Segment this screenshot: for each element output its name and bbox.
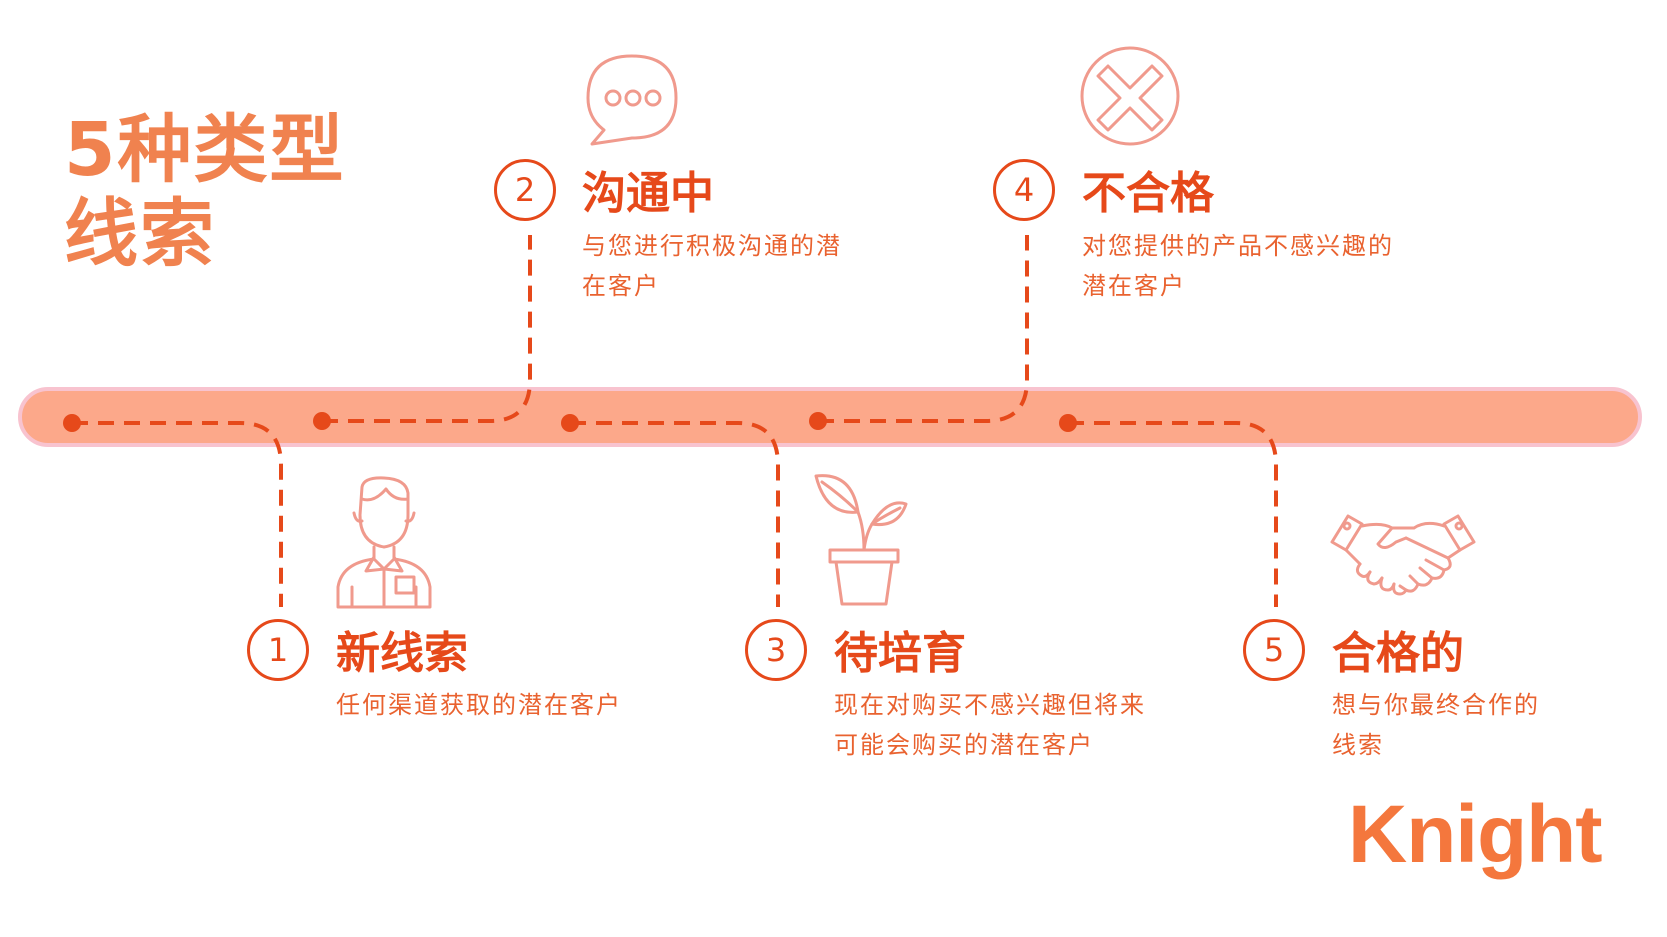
step-4-desc: 对您提供的产品不感兴趣的 潜在客户 bbox=[1082, 226, 1394, 306]
title-line-2: 线索 bbox=[64, 191, 216, 277]
connector-4 bbox=[818, 235, 1029, 423]
step-2-desc: 与您进行积极沟通的潜 在客户 bbox=[582, 226, 842, 306]
step-4-title: 不合格 bbox=[1082, 168, 1214, 219]
title-line-1: 5种类型 bbox=[64, 107, 346, 193]
step-3-desc: 现在对购买不感兴趣但将来 可能会购买的潜在客户 bbox=[834, 685, 1146, 765]
step-3-desc-line-1: 现在对购买不感兴趣但将来 bbox=[834, 691, 1146, 719]
connector-3 bbox=[570, 421, 780, 607]
step-5-desc: 想与你最终合作的 线索 bbox=[1332, 685, 1540, 765]
step-2-desc-line-2: 在客户 bbox=[582, 272, 660, 300]
step-1-desc: 任何渠道获取的潜在客户 bbox=[336, 685, 622, 725]
step-4-number: 4 bbox=[993, 159, 1055, 221]
timeline-band bbox=[18, 387, 1642, 447]
page-title: 5种类型 线索 bbox=[64, 108, 346, 276]
connector-2 bbox=[322, 235, 532, 423]
person-icon bbox=[336, 476, 432, 609]
connector-5 bbox=[1068, 421, 1278, 607]
connector-dot-4 bbox=[809, 412, 827, 430]
handshake-icon bbox=[1330, 514, 1476, 596]
step-5-number: 5 bbox=[1243, 619, 1305, 681]
step-2-number: 2 bbox=[494, 159, 556, 221]
knight-logo: Knight bbox=[1348, 789, 1603, 880]
step-3-desc-line-2: 可能会购买的潜在客户 bbox=[834, 731, 1094, 759]
step-4-desc-line-1: 对您提供的产品不感兴趣的 bbox=[1082, 232, 1394, 260]
plant-pot-icon bbox=[814, 474, 908, 606]
x-circle-icon bbox=[1080, 46, 1180, 146]
step-2-title: 沟通中 bbox=[582, 168, 714, 219]
connector-dot-2 bbox=[313, 412, 331, 430]
step-1-title: 新线索 bbox=[336, 628, 468, 679]
step-1-desc-line-1: 任何渠道获取的潜在客户 bbox=[336, 691, 622, 719]
step-5-desc-line-1: 想与你最终合作的 bbox=[1332, 691, 1540, 719]
connector-1 bbox=[72, 421, 283, 607]
step-4-desc-line-2: 潜在客户 bbox=[1082, 272, 1186, 300]
step-3-number: 3 bbox=[745, 619, 807, 681]
step-1-number: 1 bbox=[247, 619, 309, 681]
step-5-desc-line-2: 线索 bbox=[1332, 731, 1384, 759]
step-5-title: 合格的 bbox=[1332, 628, 1464, 679]
chat-bubble-icon bbox=[586, 54, 678, 146]
connector-dot-1 bbox=[63, 414, 81, 432]
step-3-title: 待培育 bbox=[834, 628, 966, 679]
connector-dot-5 bbox=[1059, 414, 1077, 432]
connector-dot-3 bbox=[561, 414, 579, 432]
step-2-desc-line-1: 与您进行积极沟通的潜 bbox=[582, 232, 842, 260]
